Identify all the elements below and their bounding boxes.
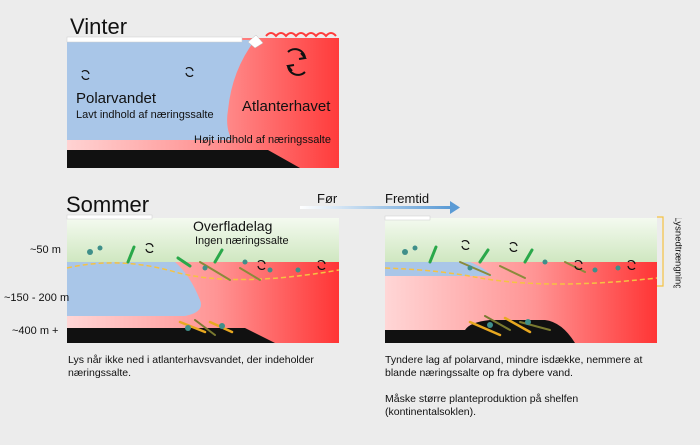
depth-label-50: ~50 m xyxy=(30,244,61,256)
sea-ice-summer xyxy=(66,214,153,220)
light-penetration-label: Lysnedtrængning xyxy=(672,218,684,288)
sea-ice-future xyxy=(384,215,431,221)
polar-water-winter xyxy=(67,40,255,140)
winter-panel xyxy=(66,32,339,168)
future-panel xyxy=(384,215,658,343)
surface-layer-label: Overfladelag xyxy=(193,218,273,234)
future-caption-2: Måske større planteproduktion på shelfen… xyxy=(385,393,579,418)
polar-water-future xyxy=(385,262,492,276)
sea-ice-winter xyxy=(66,36,243,43)
nutricline-future xyxy=(384,267,658,285)
mixing-icon-large xyxy=(286,48,307,76)
ice-floe xyxy=(247,34,264,49)
summer-panel xyxy=(66,214,340,343)
seabed-winter xyxy=(67,150,300,168)
before-future-arrow xyxy=(300,201,460,214)
mixing-icon-small xyxy=(81,67,194,80)
mixing-icons-summer xyxy=(145,243,326,270)
depth-label-150: ~150 - 200 m xyxy=(4,292,70,304)
future-caption-1: Tyndere lag af polarvand, mindre isdække… xyxy=(385,354,643,379)
phytoplankton-future xyxy=(428,245,586,337)
future-label: Fremtid xyxy=(385,191,430,206)
mixing-icons-future xyxy=(461,240,636,270)
light-penetration-bracket xyxy=(657,216,664,287)
surface-layer-future xyxy=(385,218,657,262)
summer-caption: Lys når ikke ned i atlanterhavsvandet, d… xyxy=(68,354,314,379)
summer-title: Sommer xyxy=(66,192,150,217)
depth-label-400: ~400 m + xyxy=(12,325,59,337)
seabed-future xyxy=(385,320,575,343)
polar-water-desc: Lavt indhold af næringssalte xyxy=(76,109,214,121)
polar-water-summer xyxy=(67,262,201,316)
surface-layer-desc: Ingen næringssalte xyxy=(195,235,289,247)
before-label: Før xyxy=(317,191,338,206)
nutrient-dots-future xyxy=(402,245,621,328)
light-penetration-wrap: Lysnedtrængning xyxy=(671,218,685,288)
waves xyxy=(265,32,337,38)
nutrient-dots-summer xyxy=(87,245,301,331)
polar-water-label: Polarvandet xyxy=(76,90,157,107)
winter-title: Vinter xyxy=(70,14,128,39)
atlantic-label: Atlanterhavet xyxy=(242,98,331,115)
nutricline-summer xyxy=(66,262,340,281)
seabed-summer xyxy=(67,328,275,343)
surface-layer-summer xyxy=(67,218,339,262)
atlantic-desc: Højt indhold af næringssalte xyxy=(194,134,331,146)
